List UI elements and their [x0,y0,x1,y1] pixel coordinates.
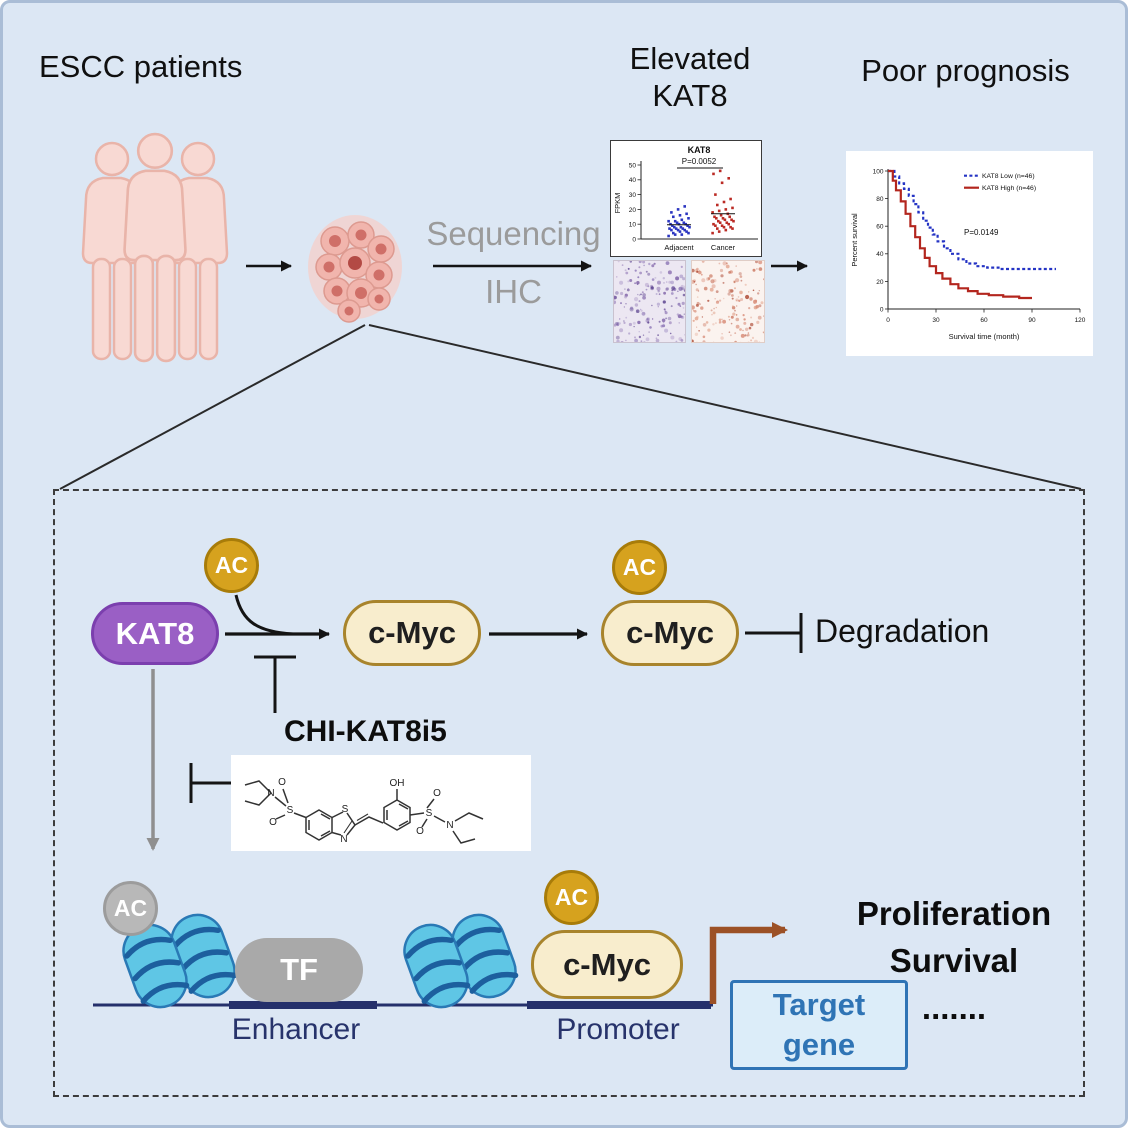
svg-text:10: 10 [629,222,637,229]
svg-text:20: 20 [629,207,637,214]
atom-n: N [446,820,453,831]
ac-acetyl-badge-histone: AC [103,881,158,936]
scatter-ylabel: FPKM [613,193,622,214]
survival-svg: Percent survival Survival time (month) P… [850,168,1086,341]
elevated-kat8-label: Elevated KAT8 [595,41,785,114]
outcome-survival: Survival [889,941,1019,979]
mechanism-box [53,489,1085,1097]
svg-text:50: 50 [629,162,637,169]
enhancer-label: Enhancer [231,1013,361,1046]
atom-s: S [287,805,294,816]
cmyc-protein: c-Myc [343,600,481,666]
svg-text:60: 60 [876,224,884,231]
inhibitor-label: CHI-KAT8i5 [284,715,447,748]
atom-o: O [433,788,441,799]
atom-n: N [267,788,274,799]
degradation-label: Degradation [815,613,990,649]
km-pvalue: P=0.0149 [964,228,999,237]
survival-plot: Percent survival Survival time (month) P… [846,151,1093,356]
km-ylabel: Percent survival [850,213,859,267]
escc-patients-label: ESCC patients [39,49,243,84]
svg-text:Cancer: Cancer [711,243,736,252]
svg-text:KAT8 High (n=46): KAT8 High (n=46) [982,185,1036,192]
svg-text:KAT8 Low (n=46): KAT8 Low (n=46) [982,173,1035,180]
svg-text:100: 100 [873,168,884,175]
ihc-image-cancer [691,260,765,343]
sequencing-label: Sequencing [426,215,601,252]
atom-s: S [342,804,349,815]
atom-o: O [278,777,286,788]
atom-oh: OH [390,778,405,789]
atom-n: N [340,834,347,845]
tumor-cells [308,215,402,323]
svg-text:30: 30 [629,192,637,199]
promoter-label: Promoter [556,1013,680,1046]
cmyc-on-promoter: c-Myc [531,930,683,999]
ihc-adjacent-texture [614,261,685,342]
svg-text:Adjacent: Adjacent [664,243,694,252]
patient-figure [123,132,187,363]
poor-prognosis-label: Poor prognosis [861,53,1070,88]
elevated-line1: Elevated [629,41,751,76]
ihc-image-adjacent [613,260,686,343]
atom-o: O [269,817,277,828]
km-xlabel: Survival time (month) [949,332,1020,341]
ihc-cancer-texture [692,261,764,342]
ihc-label: IHC [485,273,542,310]
cmyc-acetylated-protein: c-Myc [601,600,739,666]
tf-transcription-factor: TF [235,938,363,1002]
scatter-title: KAT8 [688,145,711,155]
svg-text:30: 30 [932,317,940,324]
atom-s: S [426,808,433,819]
outcome-ellipsis: ....... [921,988,987,1026]
atom-o: O [416,826,424,837]
scatter-pvalue: P=0.0052 [682,157,717,166]
ac-acetyl-badge: AC [204,538,259,593]
inhibitor-structure: N S O O S N OH S O O N [231,755,531,851]
svg-text:0: 0 [880,306,884,313]
svg-text:0: 0 [886,317,890,324]
svg-text:40: 40 [876,251,884,258]
outcome-proliferation: Proliferation [856,895,1052,932]
target-gene-box: Target gene [730,980,908,1070]
svg-text:20: 20 [876,279,884,286]
target-gene-line1: Target [772,986,866,1022]
outcomes-label: Proliferation Survival ....... [823,891,1085,1032]
svg-text:60: 60 [980,317,988,324]
svg-text:120: 120 [1075,317,1086,324]
svg-text:0: 0 [632,236,636,243]
chemical-structure-svg: N S O O S N OH S O O N [244,777,484,845]
kat8-protein: KAT8 [91,602,219,665]
ac-acetyl-badge: AC [612,540,667,595]
elevated-line2: KAT8 [652,77,728,113]
target-gene-line2: gene [782,1027,856,1062]
patients-figures [81,132,229,363]
svg-text:90: 90 [1028,317,1036,324]
svg-text:80: 80 [876,196,884,203]
svg-text:40: 40 [629,177,637,184]
ac-acetyl-badge: AC [544,870,599,925]
